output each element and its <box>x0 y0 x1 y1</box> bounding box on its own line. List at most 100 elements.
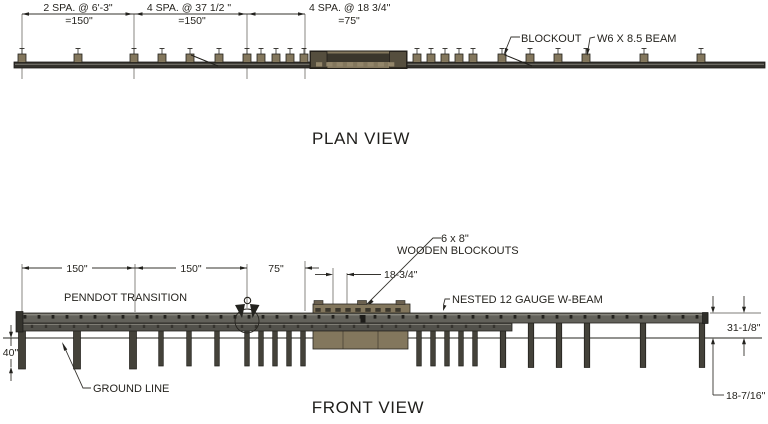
rail-bolt <box>107 315 111 319</box>
plan-post <box>581 53 591 63</box>
detail-marker <box>234 296 260 334</box>
plan-post <box>525 53 535 63</box>
leader-line <box>366 237 441 305</box>
plan-box-bolt <box>346 62 354 67</box>
front-dim-rail-height: 31-1/8" <box>727 296 761 356</box>
arrowhead <box>586 48 590 56</box>
rail-bolt <box>93 315 97 319</box>
front-post <box>555 315 563 368</box>
rail-splice-plate <box>360 315 366 323</box>
blockouts-callout-line2: WOODEN BLOCKOUTS <box>397 245 519 257</box>
rail-bolt-lower <box>114 324 118 328</box>
beam-callout-text: W6 X 8.5 BEAM <box>597 33 676 45</box>
rail-bolt-lower <box>156 324 160 328</box>
rail-bolt <box>681 315 685 319</box>
leader-line <box>587 36 596 54</box>
leader-line <box>504 36 520 54</box>
rail-bolt <box>191 315 195 319</box>
rail-bolt <box>457 315 461 319</box>
front-post <box>527 315 535 368</box>
rail-bolt-lower <box>338 324 342 328</box>
rail-bolt <box>275 315 279 319</box>
rail-right-end-cap <box>702 312 709 324</box>
plan-post <box>271 53 281 63</box>
arrowhead <box>504 47 509 56</box>
rail-bolt <box>261 315 265 319</box>
plan-splice-box <box>309 50 408 69</box>
plan-post <box>553 53 563 63</box>
rail-bolt <box>37 315 41 319</box>
rail-bolt <box>429 315 433 319</box>
rail-bolt <box>597 315 601 319</box>
rail-bolt-lower <box>436 324 440 328</box>
rail-bolt <box>401 315 405 319</box>
plan-dimension-lines <box>22 12 305 16</box>
rail-bolt <box>387 315 391 319</box>
rail-bolt <box>289 315 293 319</box>
blockout-tab <box>313 300 324 305</box>
arrowhead <box>443 304 447 311</box>
plan-box-bolt <box>316 62 323 67</box>
rail-bolt <box>205 315 209 319</box>
rail-bolt <box>513 315 517 319</box>
rail-bolt <box>695 315 699 319</box>
front-post <box>583 315 591 368</box>
front-dim-lower-height: 18-7/16" <box>711 296 766 402</box>
arrowhead <box>347 272 354 277</box>
plan-box-bolt <box>377 62 384 67</box>
arrowhead <box>711 306 715 313</box>
blockout-callout-text: BLOCKOUT <box>521 33 582 45</box>
rail-bolt-lower <box>58 324 62 328</box>
arrowhead <box>298 12 305 16</box>
plan-post <box>214 53 224 63</box>
rail-left-terminal <box>15 311 24 333</box>
arrowhead <box>9 367 13 374</box>
plan-box-bolt-row <box>316 62 395 67</box>
plan-box-bolt <box>388 62 395 67</box>
rail-bolts <box>23 315 699 328</box>
plan-view: 2 SPA. @ 6'-3" =150" 4 SPA. @ 37 1/2 " =… <box>13 2 766 148</box>
arrowhead <box>22 266 29 270</box>
rail-bolt <box>485 315 489 319</box>
arrowhead <box>127 266 134 270</box>
rail-bolt <box>541 315 545 319</box>
plan-post <box>440 53 450 63</box>
front-dim-150b: 150" <box>180 263 202 275</box>
rail-bolt <box>499 315 503 319</box>
plan-post <box>497 53 507 63</box>
plan-post <box>412 53 422 63</box>
plan-box-bolt <box>336 62 343 67</box>
arrowhead <box>22 12 29 16</box>
front-dim-31-18: 31-1/8" <box>727 322 761 334</box>
arrowhead <box>742 338 746 345</box>
ground-line-callout: GROUND LINE <box>62 342 169 395</box>
blockout-tab <box>357 300 367 305</box>
detail-flag <box>250 304 260 318</box>
wbeam-callout-text: NESTED 12 GAUGE W-BEAM <box>452 294 603 306</box>
front-dim-embedment: 40" <box>3 325 18 381</box>
rail-bolt <box>611 315 615 319</box>
rail-bolt <box>331 315 335 319</box>
front-dim-150a: 150" <box>66 263 88 275</box>
rail-bolt <box>51 315 55 319</box>
rail-bolt-lower <box>240 324 244 328</box>
blockout-strip-bolts <box>315 308 401 312</box>
blockout-strip-bolt <box>385 308 391 312</box>
rail-bolt <box>569 315 573 319</box>
leader-line <box>443 298 450 306</box>
plan-box-left-cap <box>310 51 328 68</box>
front-dimension-lines <box>22 266 381 277</box>
plan-dim2-value: =150" <box>178 15 206 27</box>
front-blockout-strip <box>312 300 411 314</box>
front-dim-75: 75" <box>268 263 284 275</box>
plan-post <box>696 53 706 63</box>
front-view-title: FRONT VIEW <box>312 398 424 417</box>
rail-bolt-lower <box>464 324 468 328</box>
plan-dim3-label: 4 SPA. @ 18 3/4" <box>309 2 391 14</box>
rail-bolt-lower <box>478 324 482 328</box>
ground-line-label: GROUND LINE <box>93 383 169 395</box>
rail-bolt-lower <box>254 324 258 328</box>
arrowhead <box>62 342 68 351</box>
blockout-strip-bolt <box>355 308 361 312</box>
